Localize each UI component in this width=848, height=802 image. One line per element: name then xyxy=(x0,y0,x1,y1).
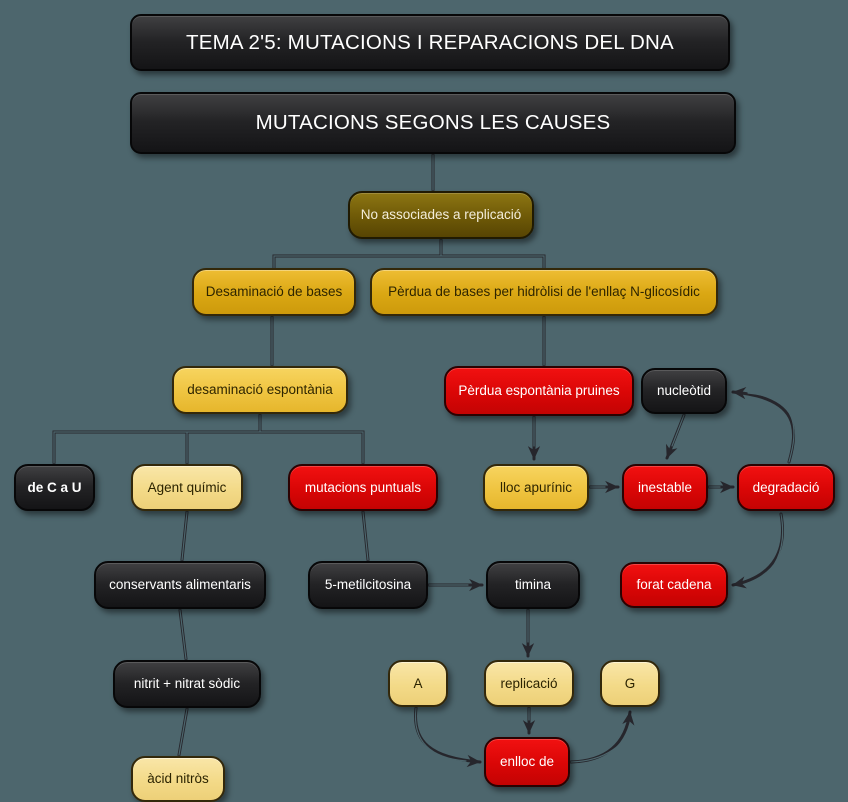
node-replicacio[interactable]: replicació xyxy=(484,660,574,707)
node-de-c-a-u[interactable]: de C a U xyxy=(14,464,95,511)
node-nucleotid[interactable]: nucleòtid xyxy=(641,368,727,414)
node-subtitle[interactable]: MUTACIONS SEGONS LES CAUSES xyxy=(130,92,736,154)
connector-inner-lines xyxy=(53,154,795,763)
node-inestable[interactable]: inestable xyxy=(622,464,708,511)
node-nitrit[interactable]: nitrit + nitrat sòdic xyxy=(113,660,261,708)
node-forat-cadena[interactable]: forat cadena xyxy=(620,562,728,608)
node-desaminacio-espontania[interactable]: desaminació espontània xyxy=(172,366,348,414)
node-g[interactable]: G xyxy=(600,660,660,707)
node-enlloc-de[interactable]: enlloc de xyxy=(484,737,570,787)
node-no-associades[interactable]: No associades a replicació xyxy=(348,191,534,239)
node-desaminacio-bases[interactable]: Desaminació de bases xyxy=(192,268,356,316)
connector-degradacio-forat xyxy=(731,512,784,589)
node-title[interactable]: TEMA 2'5: MUTACIONS I REPARACIONS DEL DN… xyxy=(130,14,730,71)
node-perdua-espontania[interactable]: Pèrdua espontània pruines xyxy=(444,366,634,416)
connector-no-associades-children xyxy=(272,238,546,271)
node-perdua-bases[interactable]: Pèrdua de bases per hidròlisi de l'enlla… xyxy=(370,268,718,316)
connector-a-enlloc xyxy=(413,706,482,768)
node-metilcitosina[interactable]: 5-metilcitosina xyxy=(308,561,428,609)
node-conservants[interactable]: conservants alimentaris xyxy=(94,561,266,609)
node-timina[interactable]: timina xyxy=(486,561,580,609)
node-degradacio[interactable]: degradació xyxy=(737,464,835,511)
node-mutacions-puntuals[interactable]: mutacions puntuals xyxy=(288,464,438,511)
connector-enlloc-g xyxy=(569,710,635,764)
node-acid-nitros[interactable]: àcid nitròs xyxy=(131,756,225,802)
node-lloc-apurinic[interactable]: lloc apurínic xyxy=(483,464,589,511)
node-a[interactable]: A xyxy=(388,660,448,707)
connector-degradacio-nucleotid xyxy=(731,387,795,464)
connector-espontania-children xyxy=(52,413,365,465)
node-agent-quimic[interactable]: Agent químic xyxy=(131,464,243,511)
